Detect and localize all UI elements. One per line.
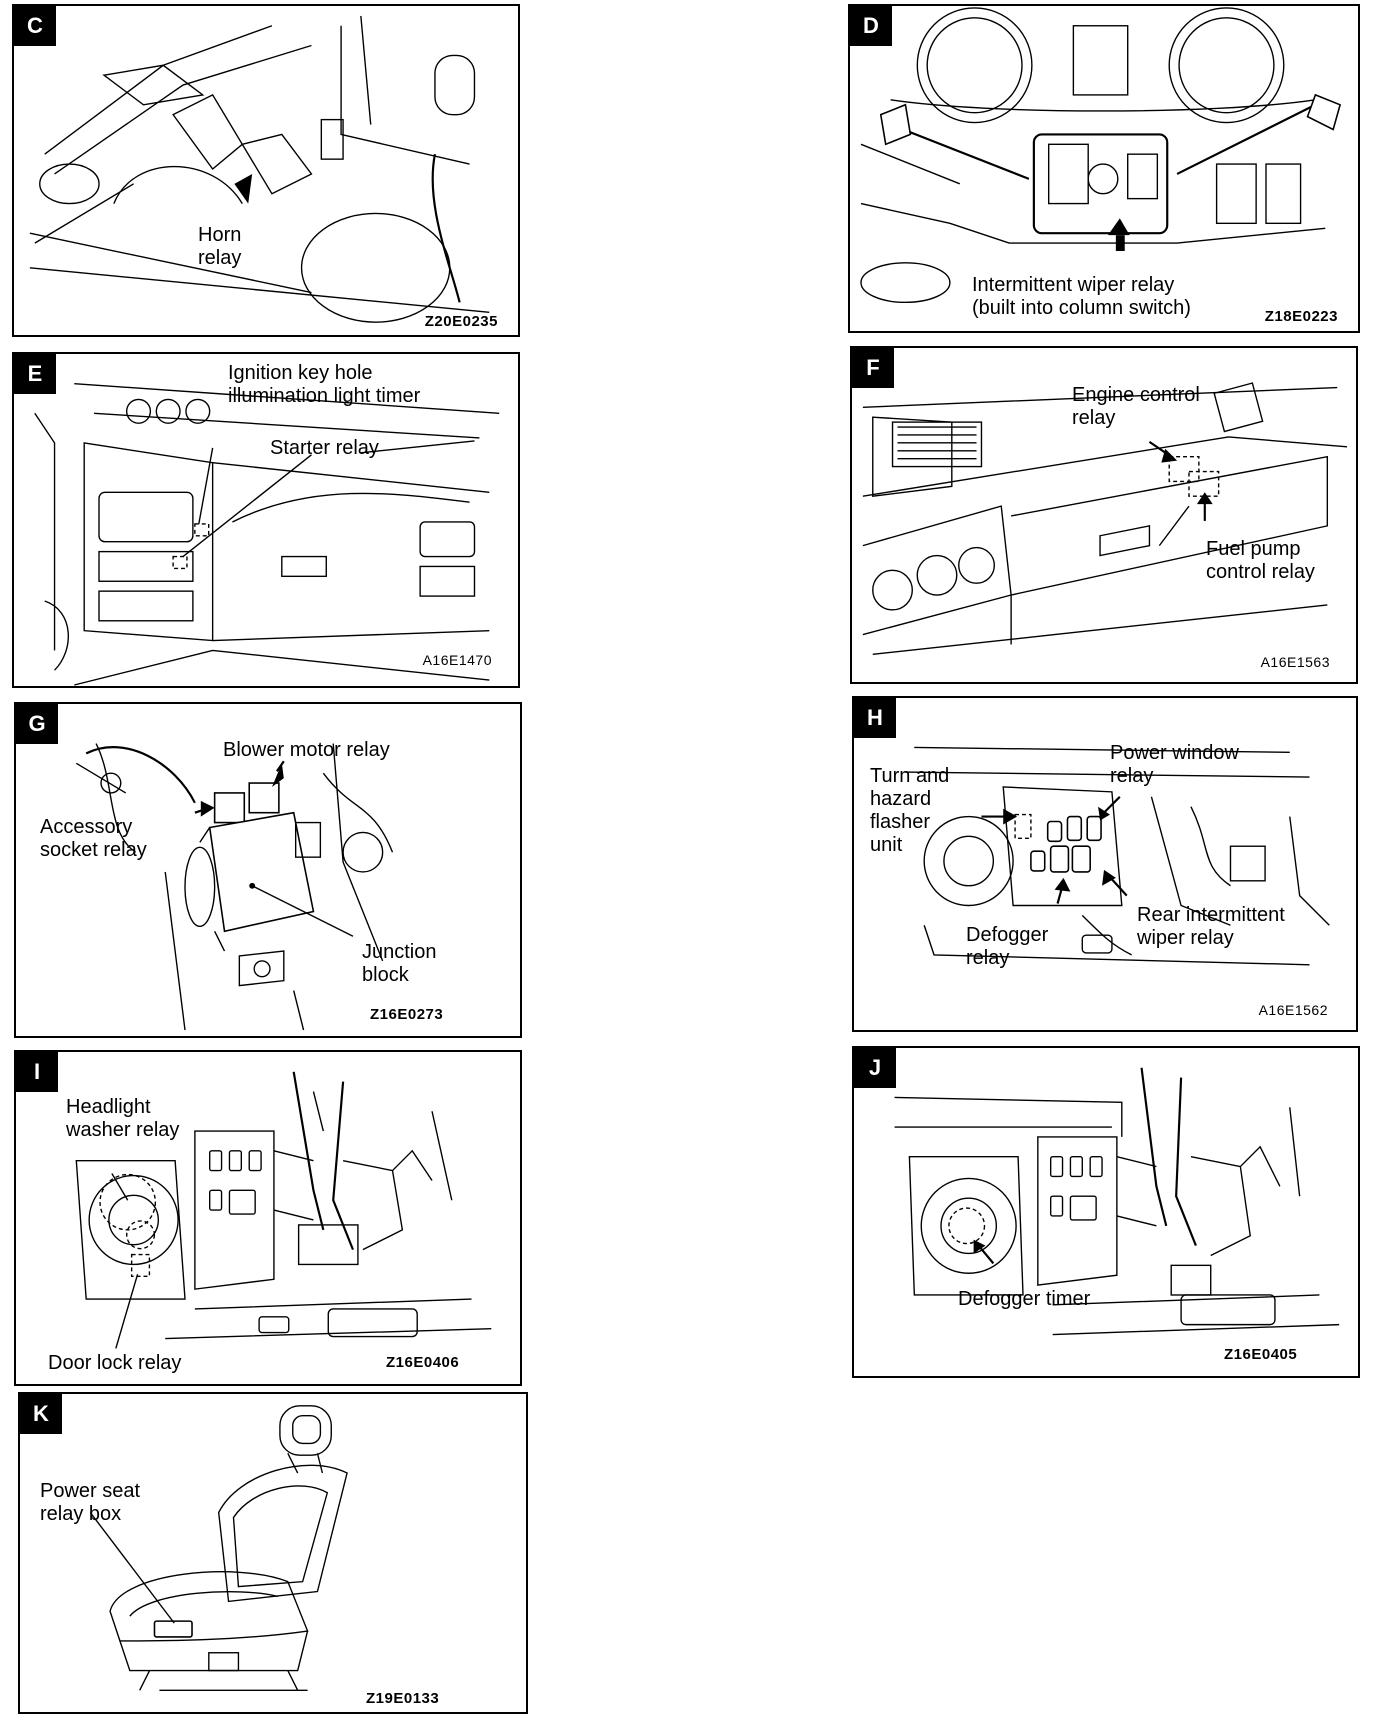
door-lock-relay-label: Door lock relay (48, 1352, 182, 1374)
figure-code: A16E1562 (1258, 1002, 1328, 1018)
junction-block-illustration (75, 743, 394, 1031)
panel-letter: J (854, 1048, 896, 1088)
defogger-timer-label: Defogger timer (958, 1288, 1091, 1310)
panel-letter: E (14, 354, 56, 394)
engine-control-relay-illustration (862, 382, 1348, 656)
panel-letter: D (850, 6, 892, 46)
figure-code: Z18E0223 (1264, 308, 1338, 325)
figure-code: Z16E0405 (1224, 1346, 1298, 1363)
panel-j: J Defogger timer Z16E0405 (852, 1046, 1360, 1378)
figure-code: A16E1563 (1260, 654, 1330, 670)
blower-motor-relay-label: Blower motor relay (223, 739, 390, 761)
figure-code: Z19E0133 (366, 1690, 440, 1707)
figure-code: Z16E0406 (386, 1354, 460, 1371)
column-switch-illustration (860, 7, 1342, 304)
panel-letter: I (16, 1052, 58, 1092)
defogger-timer-illustration (894, 1067, 1340, 1336)
headlight-washer-door-lock-illustration (75, 1071, 492, 1349)
intermittent-wiper-relay-label: Intermittent wiper relay(built into colu… (972, 274, 1191, 319)
panel-letter: H (854, 698, 896, 738)
panel-letter: C (14, 6, 56, 46)
power-seat-illustration (89, 1405, 348, 1691)
relay-box-illustration (904, 746, 1330, 966)
figure-code: Z16E0273 (370, 1006, 444, 1023)
horn-relay-illustration (29, 15, 490, 323)
panel-letter: G (16, 704, 58, 744)
starter-relay-label: Starter relay (270, 437, 379, 459)
panel-d: D Intermittent wiper relay(built into co… (848, 4, 1360, 333)
panel-letter: K (20, 1394, 62, 1434)
panel-letter: F (852, 348, 894, 388)
dashboard-illustration (34, 382, 500, 686)
figure-code: Z20E0235 (424, 313, 498, 330)
figure-code: A16E1470 (422, 652, 492, 668)
